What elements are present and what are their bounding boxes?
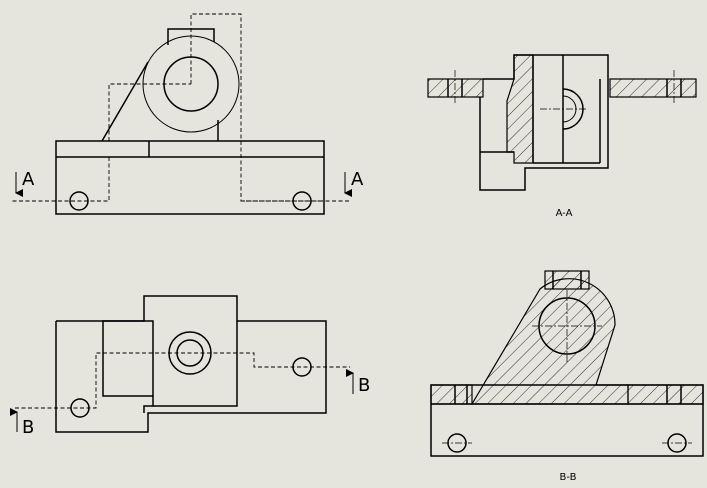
section-b-b-view: B-B [430, 270, 704, 483]
caption-section-b-b: B-B [560, 472, 577, 483]
section-b-label-left: B [22, 417, 34, 438]
section-a-a-view: A-A [427, 54, 697, 219]
section-b-label-right: B [358, 375, 370, 396]
section-a-label-left: A [22, 169, 35, 190]
top-view: B B [10, 295, 370, 438]
caption-section-a-a: A-A [556, 208, 573, 219]
section-a-label-right: A [351, 169, 364, 190]
front-view: A A [12, 13, 364, 215]
